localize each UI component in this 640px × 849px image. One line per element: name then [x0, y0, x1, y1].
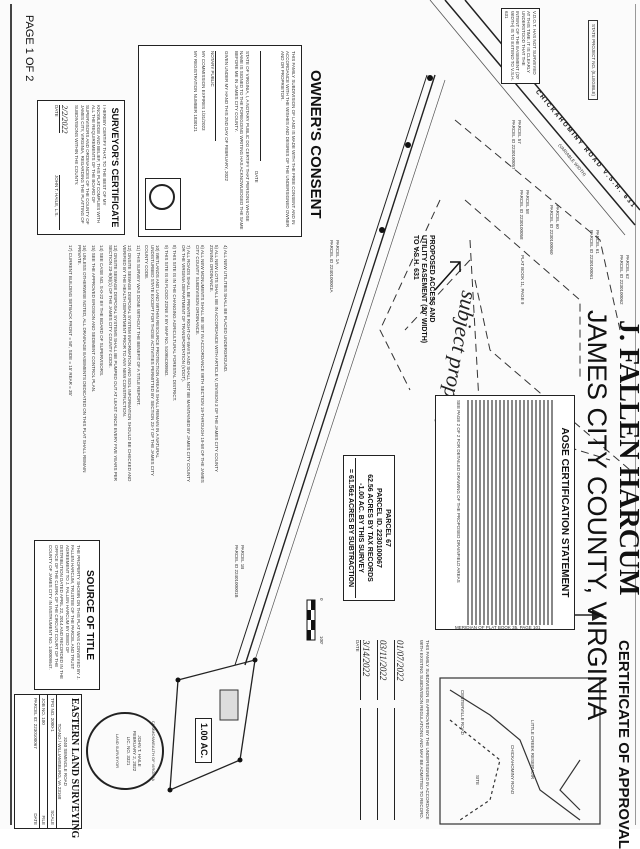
- plat-reference: PLAT BOOK 11, PAGE 9: [520, 255, 525, 305]
- easement-label: PROPOSED ACCESS AND UTILITY EASEMENT (20…: [412, 235, 435, 344]
- road-note: V.D.O.T. HAS NOT SURVEYED AT THIS TIME. …: [501, 8, 540, 84]
- vicinity-label: SITE: [475, 775, 480, 786]
- notary-commission: MY COMMISSION EXPIRES 1/31/2023: [201, 51, 207, 131]
- easement-line: [244, 74, 436, 666]
- plat-note: 8) THIS SITE IS IN THE CHANGING AGRICULT…: [172, 245, 178, 402]
- plat-note: 15) SEE THE APPROVED EROSION AND SEDIMEN…: [91, 245, 96, 393]
- plat-note: 12) ONSITE SEWAGE DISPOSAL SYSTEM INFORM…: [122, 245, 133, 482]
- top-note: STATE PROJECT NO. (ILLEGIBLE): [588, 20, 598, 101]
- plat-note: 9) THIS SITE IS IN FLOOD ZONE X BY MAP N…: [164, 245, 169, 377]
- proposed-dwelling: [219, 689, 239, 721]
- scale-bar: [306, 599, 316, 641]
- meridian-label: MERIDIAN OF PLAT BOOK 35, PAGE 101: [455, 625, 541, 630]
- easement-line: [254, 79, 446, 661]
- surveyor-date: 2/2/2022: [59, 105, 69, 134]
- page-label: PAGE 1 OF 2: [23, 15, 35, 82]
- notary-public-label: NOTARY PUBLIC: [209, 51, 216, 141]
- plat-sheet: J. FALLEN HARCUM JAMES CITY COUNTY, VIRG…: [10, 0, 640, 849]
- road-edge: [464, 0, 640, 211]
- source-heading: SOURCE OF TITLE: [84, 570, 95, 660]
- surveyor-certificate: SURVEYOR'S CERTIFICATE I HEREBY CERTIFY …: [37, 100, 125, 235]
- aose-heading: AOSE CERTIFICATION STATEMENT: [559, 427, 570, 598]
- vicinity-map: [439, 677, 601, 825]
- plat-notes: 4) ALL NEW UTILITIES SHALL BE PLACED UND…: [65, 245, 229, 485]
- notary-stamp: [145, 178, 181, 230]
- source-text: THE PROPERTY SHOWN ON THIS PLAT WAS CONV…: [48, 545, 82, 680]
- plat-note: 11) THIS SURVEY WAS DONE WITHOUT THE BEN…: [136, 245, 141, 406]
- surveyor-seal: COMMONWEALTH OF VIRGINIA JOHN T. HAILE F…: [86, 712, 164, 790]
- approval-text: THIS FAMILY SUBDIVISION IS APPROVED BY T…: [419, 640, 431, 820]
- title-owner: J. FALLEN HARCUM: [613, 320, 640, 596]
- plat-note: 4) ALL NEW UTILITIES SHALL BE PLACED UND…: [223, 245, 228, 373]
- plat-note: 17) CURRENT BUILDING SETBACK FRONT = 50'…: [68, 245, 74, 396]
- approval-signatures: 01/07/2022 03/11/2022 3/14/2022 DATE: [355, 640, 405, 820]
- notary-given: GIVEN UNDER MY HAND THIS 2ND DAY OF FEBR…: [224, 51, 230, 182]
- plat-note: 14) SEE CASE NO. S-0-22 BY THE BOARD OF …: [99, 245, 105, 377]
- scale-start: 0: [319, 598, 324, 601]
- easement-line: [234, 74, 428, 666]
- owner-text: THIS FAMILY SUBDIVISION OF LAND IS MADE …: [280, 51, 296, 228]
- scale-end: 100': [319, 636, 324, 645]
- plat-note: 16) UNLESS OTHERWISE NOTED, ALL DRAINAGE…: [77, 245, 88, 473]
- surveyor-name: JOHN T. HAILE, L.S.: [54, 175, 59, 217]
- company-name: EASTERN LAND SURVEYING: [69, 698, 80, 839]
- aose-footer: SEE PAGE 2 OF 2 FOR DETAILED DRAWING OF …: [456, 400, 461, 583]
- plat-note: 5) ALL NEW LOTS SHALL BE IN ACCORDANCE W…: [209, 245, 220, 472]
- monuments: [167, 75, 433, 793]
- title-block: EASTERN LAND SURVEYING 3240 SEMINOLE ROA…: [14, 694, 82, 839]
- plat-note: 6) ALL NEW MONUMENTS SHALL BE SET IN ACC…: [195, 245, 206, 483]
- aose-certification: AOSE CERTIFICATION STATEMENT SEE PAGE 2 …: [435, 395, 575, 630]
- plat-note: 7) ALL ROADS SHALL BE PRIVATE RIGHT-OF-W…: [181, 245, 192, 482]
- owner-date-label: DATE: [254, 171, 260, 183]
- road-edge: [444, 0, 636, 226]
- vicinity-label: CENTERVILLE ROAD: [460, 690, 465, 735]
- owner-consent-box: THIS FAMILY SUBDIVISION OF LAND IS MADE …: [138, 45, 302, 237]
- lot-boundary: [169, 659, 256, 792]
- notary-text: STATE OF VIRGINIA, I, A NOTARY PUBLIC DO…: [234, 51, 250, 230]
- vicinity-label: CHICKAHOMINY ROAD: [510, 745, 515, 795]
- title-county: JAMES CITY COUNTY, VIRGINIA: [582, 310, 612, 721]
- notary-registration: MY REGISTRATION NUMBER 1830121: [193, 51, 198, 132]
- adjacent-parcels: [379, 119, 631, 471]
- road-edge: [429, 0, 626, 236]
- surveyor-text: I HEREBY CERTIFY THAT, TO THE BEST OF MY…: [74, 105, 108, 225]
- owner-signature: [260, 51, 276, 161]
- aose-body-text: [465, 400, 555, 625]
- plat-note: 10) WETLANDS AND LAND WITHIN RESOURCE PR…: [144, 245, 161, 476]
- lot-area: 1.00 AC.: [195, 718, 212, 764]
- source-of-title: SOURCE OF TITLE THE PROPERTY SHOWN ON TH…: [34, 540, 100, 690]
- plat-note: 13) ONSITE SEWAGE DISPOSAL SYSTEMS SHALL…: [108, 245, 119, 481]
- vicinity-label: LITTLE CREEK RESERVOIR: [530, 720, 535, 780]
- owner-heading: OWNER'S CONSENT: [307, 70, 324, 219]
- surveyor-heading: SURVEYOR'S CERTIFICATE: [110, 107, 120, 228]
- approval-heading: CERTIFICATE OF APPROVAL: [615, 640, 632, 849]
